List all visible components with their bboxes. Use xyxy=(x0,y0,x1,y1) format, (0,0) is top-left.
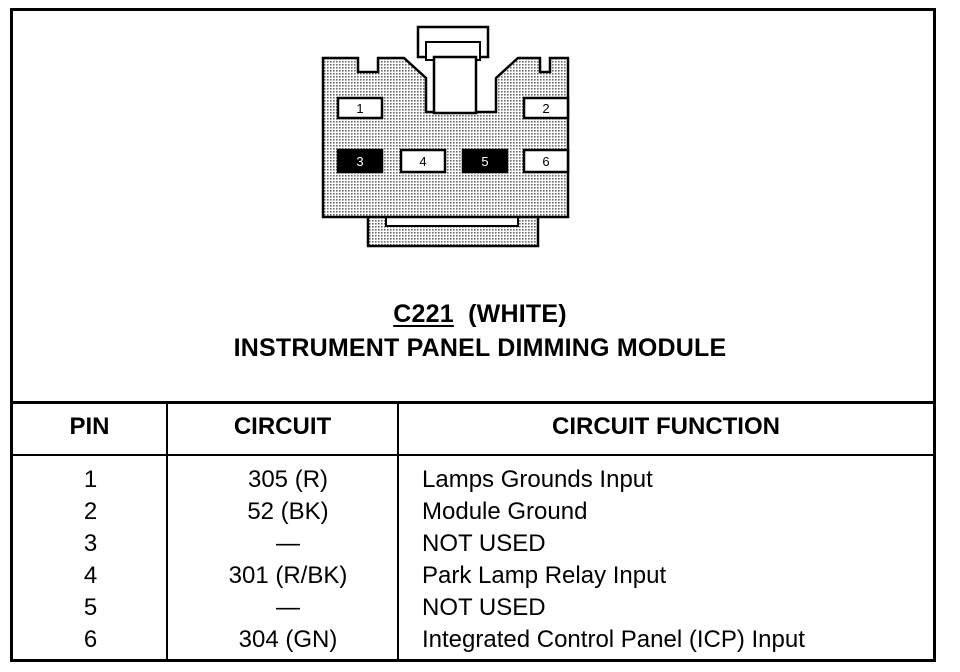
table-row: 2 52 (BK) Module Ground xyxy=(13,498,933,530)
circuit-cell: — xyxy=(276,530,300,557)
function-cell: Park Lamp Relay Input xyxy=(422,562,667,589)
table-row: 3 — NOT USED xyxy=(13,530,933,562)
cavity-1: 1 xyxy=(336,96,384,120)
connector-color-note: (WHITE) xyxy=(468,300,567,328)
pin-cell: 3 xyxy=(83,530,98,557)
table-col-divider-2 xyxy=(397,403,399,659)
table-row: 4 301 (R/BK) Park Lamp Relay Input xyxy=(13,562,933,594)
circuit-cell: 301 (R/BK) xyxy=(228,562,348,589)
table-top-rule xyxy=(13,401,933,404)
pinout-table-body: 1 305 (R) Lamps Grounds Input 2 52 (BK) … xyxy=(13,466,933,658)
cavity-label-1: 1 xyxy=(356,101,363,116)
cavity-label-6: 6 xyxy=(542,154,549,169)
cavity-5: 5 xyxy=(461,148,509,174)
table-col-divider-1 xyxy=(166,403,168,659)
column-header-circuit: CIRCUIT xyxy=(233,413,332,440)
table-row: 6 304 (GN) Integrated Control Panel (ICP… xyxy=(13,626,933,658)
table-row: 5 — NOT USED xyxy=(13,594,933,626)
cavity-label-5: 5 xyxy=(481,154,488,169)
function-cell: Module Ground xyxy=(422,498,588,525)
circuit-cell: 52 (BK) xyxy=(247,498,329,525)
function-cell: NOT USED xyxy=(422,594,546,621)
function-cell: Integrated Control Panel (ICP) Input xyxy=(422,626,805,653)
circuit-cell: — xyxy=(276,594,300,621)
circuit-cell: 305 (R) xyxy=(247,466,329,493)
table-row: 1 305 (R) Lamps Grounds Input xyxy=(13,466,933,498)
pin-cell: 5 xyxy=(83,594,98,621)
cavity-label-2: 2 xyxy=(542,101,549,116)
connector-title: INSTRUMENT PANEL DIMMING MODULE xyxy=(233,334,727,362)
cavity-3: 3 xyxy=(336,148,384,174)
connector-body xyxy=(321,56,570,219)
column-header-function: CIRCUIT FUNCTION xyxy=(552,413,780,440)
pin-cell: 2 xyxy=(83,498,98,525)
cavity-2: 2 xyxy=(522,96,570,120)
pin-cell: 1 xyxy=(83,466,98,493)
pin-cell: 6 xyxy=(83,626,98,653)
cavity-label-4: 4 xyxy=(419,154,426,169)
cavity-label-3: 3 xyxy=(356,154,363,169)
function-cell: NOT USED xyxy=(422,530,546,557)
diagram-frame xyxy=(10,8,936,662)
function-cell: Lamps Grounds Input xyxy=(422,466,653,493)
connector-lock-arm xyxy=(432,55,478,115)
connector-id: C221 xyxy=(393,300,454,328)
cavity-4: 4 xyxy=(399,148,447,174)
table-header-rule xyxy=(13,454,933,456)
pin-cell: 4 xyxy=(83,562,98,589)
column-header-pin: PIN xyxy=(69,413,110,440)
cavity-6: 6 xyxy=(522,148,570,174)
connector-caption: C221 (WHITE) xyxy=(0,300,960,329)
connector-face-view: 1 2 3 4 5 6 xyxy=(321,25,570,248)
circuit-cell: 304 (GN) xyxy=(238,626,338,653)
